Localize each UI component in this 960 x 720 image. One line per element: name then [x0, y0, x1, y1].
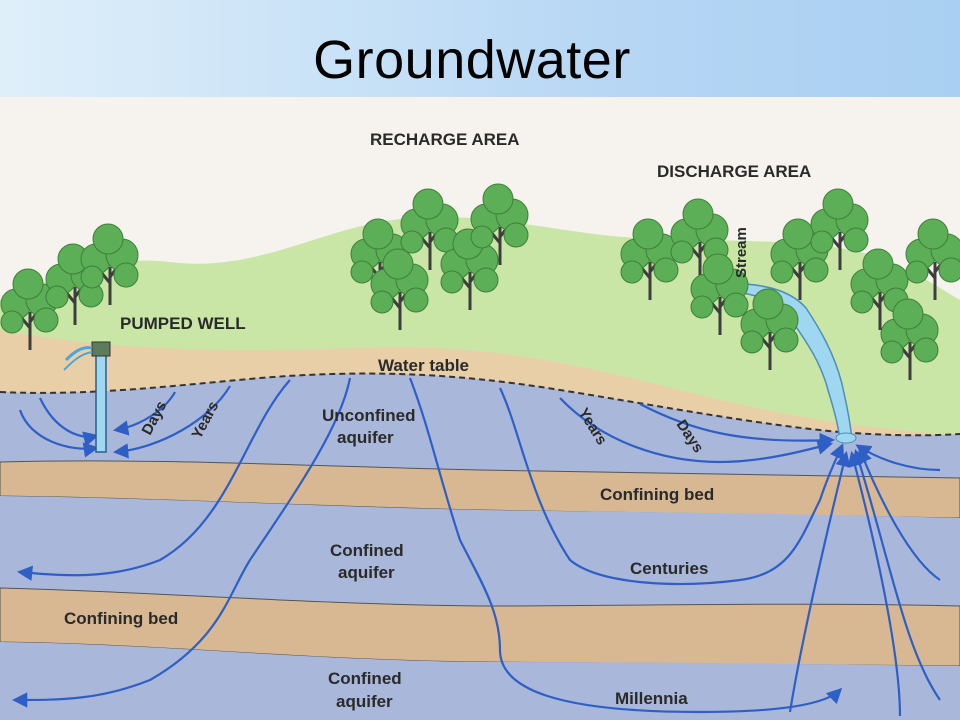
- title-banner: Groundwater: [0, 0, 960, 97]
- flow-line: [639, 403, 836, 449]
- water-table-line: [0, 372, 960, 437]
- water-table-label: Water table: [378, 356, 469, 375]
- confining-bed-upper-label: Confining bed: [600, 485, 714, 504]
- flow-line: [788, 451, 851, 713]
- flow-line: [408, 377, 843, 714]
- centuries-label: Centuries: [630, 559, 708, 578]
- unconfined-aquifer-label-line1: Unconfined: [322, 406, 416, 425]
- lower-confining-bed: [0, 587, 960, 667]
- millennia-label: Millennia: [615, 689, 688, 708]
- flow-line: [857, 447, 941, 581]
- flow-line: [499, 387, 845, 586]
- flow-line: [16, 379, 291, 581]
- confining-bed-lower-label: Confining bed: [64, 609, 178, 628]
- confined-aquifer-lower-label-line1: Confined: [328, 669, 402, 688]
- flow-line: [18, 409, 100, 458]
- flow-line: [112, 391, 176, 436]
- pumped-well-label: PUMPED WELL: [120, 314, 246, 333]
- flow-line: [559, 397, 833, 464]
- pumped-well: [63, 341, 111, 453]
- flow-line: [11, 377, 352, 708]
- stream-outlet: [835, 432, 857, 444]
- confined-aquifer-lower: [0, 642, 960, 720]
- flow-line: [847, 451, 902, 717]
- flow-line: [852, 449, 941, 701]
- unconfined-aquifer-label-line2: aquifer: [337, 428, 394, 447]
- stream-label: Stream: [733, 227, 750, 278]
- flow-line: [39, 397, 99, 447]
- confined-aquifer-lower-label-line2: aquifer: [336, 692, 393, 711]
- flow-line: [112, 385, 231, 459]
- upper-confining-bed: [0, 460, 960, 519]
- confined-aquifer-upper-label-line1: Confined: [330, 541, 404, 560]
- slide-title: Groundwater: [313, 30, 631, 90]
- recharge-area-label: RECHARGE AREA: [370, 130, 520, 149]
- groundwater-diagram: RECHARGE AREA DISCHARGE AREA PUMPED WELL…: [0, 97, 960, 720]
- discharge-area-label: DISCHARGE AREA: [657, 162, 811, 181]
- confined-aquifer-upper-label-line2: aquifer: [338, 563, 395, 582]
- flow-lines: [11, 377, 941, 717]
